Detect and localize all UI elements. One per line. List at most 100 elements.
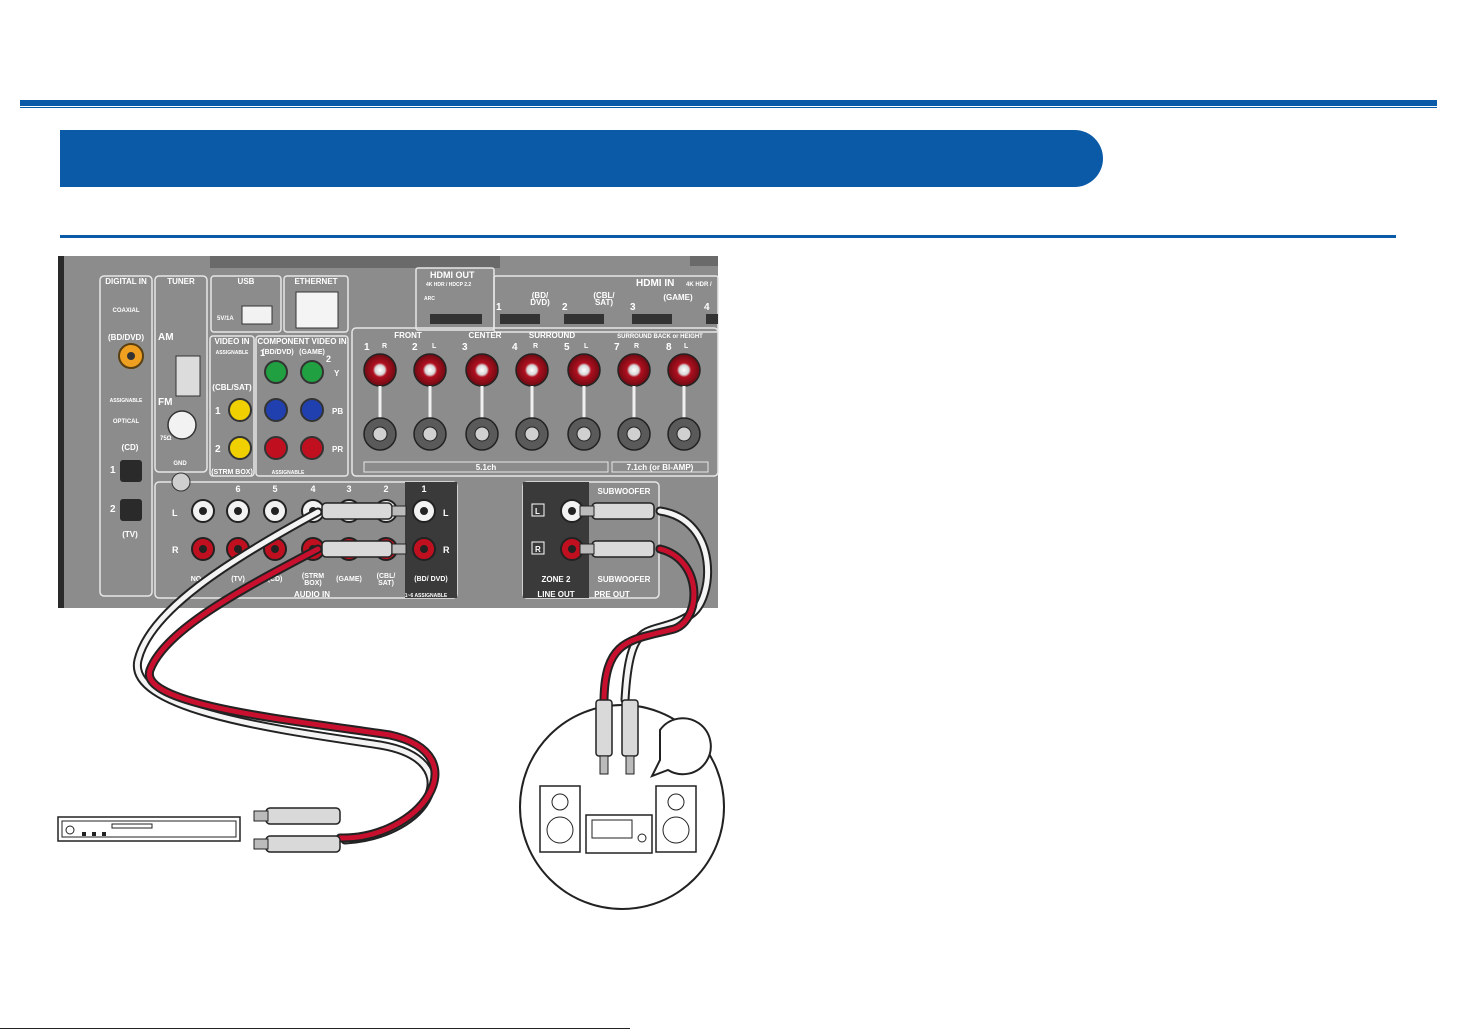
speaker-terminal-positive xyxy=(617,353,651,387)
component-pb: PB xyxy=(332,407,343,416)
optical-2-num: 2 xyxy=(110,504,116,515)
audio-in-r-right: R xyxy=(443,545,450,555)
speaker-terminal-positive xyxy=(567,353,601,387)
audio-in-strm2: BOX) xyxy=(304,580,322,587)
line-out-label: LINE OUT xyxy=(537,590,574,599)
component-y-jack-1 xyxy=(264,360,288,384)
video-in-title: VIDEO IN xyxy=(214,337,249,346)
speakers-center: CENTER xyxy=(469,331,502,340)
audio-in-l: L xyxy=(172,508,178,518)
speech-bubble xyxy=(649,717,712,778)
video-in-1-num: 1 xyxy=(215,406,221,417)
speaker-terminal-positive xyxy=(413,353,447,387)
speaker-5-l: L xyxy=(584,343,589,350)
coaxial-input-label: (BD/DVD) xyxy=(108,333,144,342)
component-bd-dvd: (BD/DVD) xyxy=(262,349,294,356)
speaker-4-num: 4 xyxy=(512,342,518,353)
video-in-section: VIDEO IN ASSIGNABLE (CBL/SAT) 1 2 (STRM … xyxy=(211,337,253,476)
audio-in-strm: (STRM xyxy=(302,573,324,580)
audio-in-rca-jack-center xyxy=(234,545,242,553)
audio-in-rca-jack-center xyxy=(199,507,207,515)
optical-jack-1 xyxy=(120,460,142,482)
component-2-num: 2 xyxy=(326,354,331,364)
video-in-jack-1 xyxy=(228,398,252,422)
hdmi-in-sub: 4K HDR / xyxy=(686,282,712,288)
ch71-label: 7.1ch (or BI-AMP) xyxy=(627,463,694,472)
digital-in-section: DIGITAL IN COAXIAL (BD/DVD) ASSIGNABLE O… xyxy=(105,277,147,539)
hdmi-in-port-4 xyxy=(706,314,718,324)
section-banner xyxy=(60,130,1103,187)
optical-label: OPTICAL xyxy=(113,419,140,425)
cables xyxy=(133,506,713,845)
speakers-surround-back: SURROUND BACK or HEIGHT xyxy=(617,334,703,340)
zone2-plug-white xyxy=(621,699,639,757)
speaker-4-r: R xyxy=(533,343,538,350)
zone2-label: ZONE 2 xyxy=(542,575,571,584)
hdmi-in-1-num: 1 xyxy=(496,302,502,313)
component-y: Y xyxy=(334,369,340,378)
hdmi-in-1-src: (BD/ xyxy=(532,291,549,300)
hdmi-in-port-3 xyxy=(632,314,672,324)
speaker-terminal-center xyxy=(474,426,490,442)
audio-in-rca-jack-center xyxy=(234,507,242,515)
component-title: COMPONENT VIDEO IN xyxy=(257,337,347,346)
tuner-section: TUNER AM FM 75Ω GND xyxy=(158,277,201,492)
speakers-front: FRONT xyxy=(394,331,422,340)
speaker-terminal-center xyxy=(372,426,388,442)
audio-in-1-num: 1 xyxy=(421,484,426,494)
speaker-terminal-positive xyxy=(667,353,701,387)
subsection-rule xyxy=(60,235,1396,238)
speaker-3-num: 3 xyxy=(462,342,468,353)
rca-plugs-panel xyxy=(321,502,655,558)
hdmi-in-2-num: 2 xyxy=(562,302,568,313)
gnd-screw xyxy=(171,472,191,492)
component-pr-jack-1 xyxy=(264,436,288,460)
hdmi-section: HDMI OUT 4K HDR / HDCP 2.2 ARC HDMI IN 4… xyxy=(424,270,718,324)
audio-in-r: R xyxy=(172,545,179,555)
ch51-label: 5.1ch xyxy=(476,463,497,472)
hdmi-in-4-num: 4 xyxy=(704,302,710,313)
speaker-terminal-center xyxy=(676,426,692,442)
hdmi-in-3-src: (GAME) xyxy=(663,293,693,302)
hdmi-in-port-1 xyxy=(500,314,540,324)
speaker-8-num: 8 xyxy=(666,342,672,353)
usb-title: USB xyxy=(238,277,255,286)
optical-cd-label: (CD) xyxy=(122,443,139,452)
audio-in-cbl2: SAT) xyxy=(378,580,394,587)
digital-in-title: DIGITAL IN xyxy=(105,277,147,286)
zone2-subwoofer-section: L R ZONE 2 LINE OUT SUBWOOFER SUBWOOFER … xyxy=(531,487,651,599)
usb-port xyxy=(241,305,273,325)
audio-in-l-right: L xyxy=(443,508,449,518)
optical-jack-2 xyxy=(120,499,142,521)
hdmi-in-title: HDMI IN xyxy=(636,278,674,289)
video-in-assignable: ASSIGNABLE xyxy=(216,350,249,356)
audio-in-cd: (CD) xyxy=(268,576,283,583)
subwoofer-top-label: SUBWOOFER xyxy=(598,487,651,496)
component-pb-jack-1 xyxy=(264,398,288,422)
tuner-title: TUNER xyxy=(167,277,195,286)
speaker-5-num: 5 xyxy=(564,342,570,353)
speaker-terminal-link xyxy=(480,386,484,420)
ethernet-port xyxy=(295,291,339,329)
component-1-num: 1 xyxy=(260,348,265,358)
fm-label: FM xyxy=(158,397,172,408)
component-pr-jack-2 xyxy=(300,436,324,460)
speaker-terminal-center xyxy=(422,426,438,442)
audio-in-game: (GAME) xyxy=(336,576,362,583)
zone2-plug-red xyxy=(595,699,613,757)
audio-in-rca-jack-center xyxy=(420,507,428,515)
left-speaker xyxy=(539,785,581,853)
speaker-terminals xyxy=(363,353,701,451)
speaker-2-l: L xyxy=(432,343,437,350)
hdmi-out-port xyxy=(430,314,482,324)
speaker-terminal-link xyxy=(378,386,382,420)
component-pr: PR xyxy=(332,445,343,454)
hdmi-in-port-2 xyxy=(564,314,604,324)
right-speaker xyxy=(655,785,697,853)
fm-antenna-jack xyxy=(167,410,197,440)
audio-in-rca-jack-center xyxy=(271,507,279,515)
speaker-8-l: L xyxy=(684,343,689,350)
audio-in-title: AUDIO IN xyxy=(294,590,330,599)
audio-in-assignable: 1~6 ASSIGNABLE xyxy=(405,593,448,599)
